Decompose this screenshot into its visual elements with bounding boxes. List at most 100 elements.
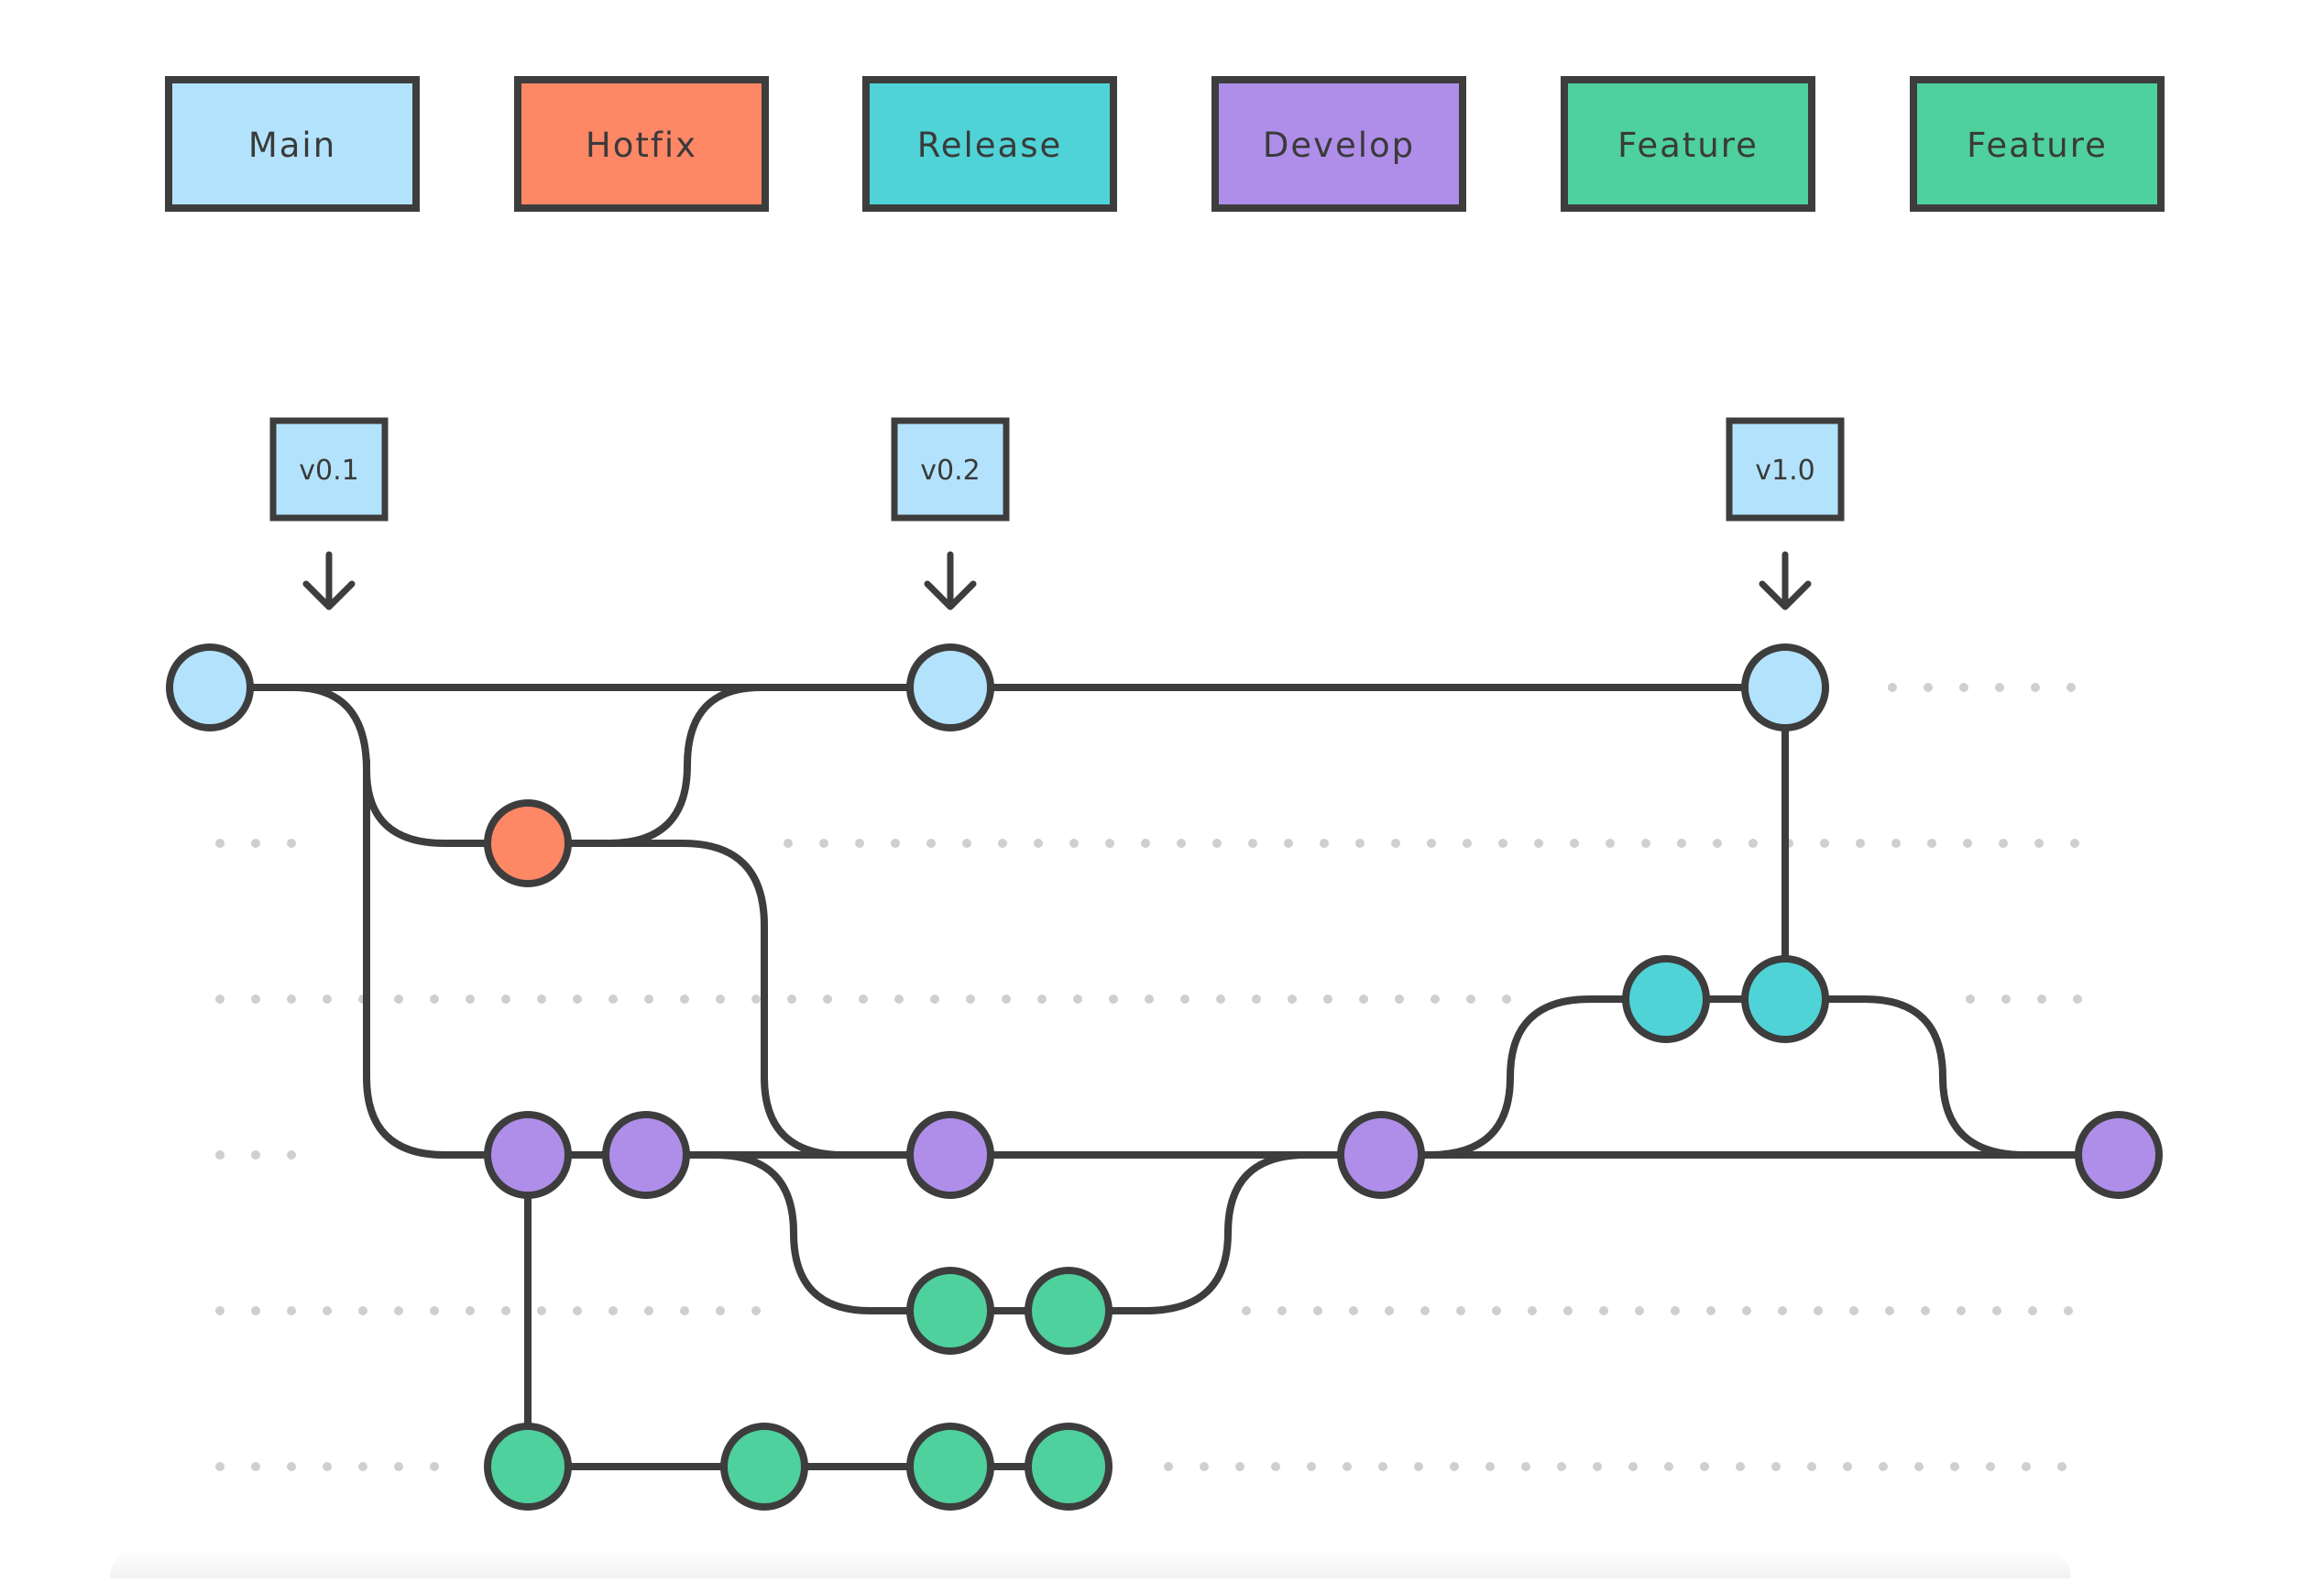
continuation-dot [287, 1306, 296, 1315]
continuation-dot [1320, 839, 1329, 848]
legend-label-feature-2: Feature [1967, 126, 2108, 165]
continuation-dot [1671, 1306, 1680, 1315]
commit-feature-2-a [484, 1423, 572, 1511]
continuation-dot [1037, 995, 1047, 1004]
continuation-dot [287, 839, 296, 848]
continuation-dot [859, 995, 868, 1004]
commit-main-v1-0 [1741, 643, 1829, 731]
connector-release-to-develop [1781, 995, 2029, 1159]
continuation-dot [608, 995, 618, 1004]
commit-develop-5 [2075, 1111, 2163, 1199]
continuation-dot [358, 1306, 367, 1315]
commit-develop-1 [484, 1111, 572, 1199]
continuation-dot [930, 995, 939, 1004]
continuation-dot [251, 995, 260, 1004]
continuation-dot [1557, 1462, 1566, 1471]
continuation-dot [1570, 839, 1579, 848]
continuation-dot [1849, 1306, 1858, 1315]
continuation-dot [1212, 839, 1222, 848]
connector-hotfix-to-develop [606, 840, 847, 1159]
continuation-dot [1995, 683, 2004, 692]
continuation-dot [1391, 839, 1400, 848]
continuation-dot [323, 1306, 332, 1315]
continuation-dot [537, 995, 546, 1004]
continuation-dot [430, 995, 439, 1004]
continuation-dot [716, 995, 725, 1004]
legend-item-feature-2: Feature [1910, 76, 2165, 212]
tag-v0-2: v0.2 [891, 417, 1010, 610]
tag-v0-1: v0.1 [269, 417, 389, 610]
continuation-dot [2057, 1462, 2066, 1471]
continuation-dot [1736, 1462, 1745, 1471]
continuation-dot [1284, 839, 1293, 848]
tag-label-v0-1: v0.1 [299, 455, 358, 487]
continuation-dot [1713, 839, 1722, 848]
continuation-dot [1307, 1462, 1316, 1471]
continuation-dot [644, 1306, 653, 1315]
version-tags: v0.1 v0.2 v1.0 [269, 417, 1845, 610]
legend-swatch-feature-1 [1561, 76, 1815, 212]
continuation-dot [1288, 995, 1297, 1004]
bottom-fade [110, 1549, 2071, 1578]
continuation-dot [1599, 1306, 1608, 1315]
continuation-dot [215, 1150, 225, 1160]
continuation-dot [1950, 1462, 1959, 1471]
commit-feature-2-b [720, 1423, 808, 1511]
continuation-dot [1105, 839, 1114, 848]
commit-feature-2-d [1025, 1423, 1113, 1511]
tag-label-v1-0: v1.0 [1755, 455, 1814, 487]
continuation-dot [1742, 1306, 1751, 1315]
legend-swatch-main [165, 76, 420, 212]
continuation-dot [1999, 839, 2008, 848]
continuation-dot [1378, 1462, 1387, 1471]
continuation-dot [430, 1462, 439, 1471]
continuation-dot [680, 1306, 689, 1315]
commit-develop-3 [906, 1111, 994, 1199]
continuation-dot [1385, 1306, 1394, 1315]
continuation-dot [2031, 683, 2040, 692]
arrow-down-icon [1759, 551, 1812, 610]
continuation-dot [2028, 1306, 2037, 1315]
continuation-dot [966, 995, 975, 1004]
continuation-dot [1145, 995, 1154, 1004]
continuation-dot [751, 1306, 761, 1315]
legend-item-release: Release [862, 76, 1117, 212]
continuation-dot [1502, 995, 1511, 1004]
legend-swatch-feature-2 [1910, 76, 2165, 212]
legend-item-develop: Develop [1211, 76, 1466, 212]
branch-connectors [206, 684, 2122, 1470]
arrow-down-icon [924, 551, 977, 610]
connector-main-to-develop [363, 757, 532, 1159]
continuation-dot [1450, 1462, 1459, 1471]
continuation-dot [926, 839, 936, 848]
continuation-dot [1216, 995, 1225, 1004]
continuation-dot [1963, 839, 1972, 848]
continuation-dot [1252, 995, 1261, 1004]
legend-label-main: Main [248, 126, 336, 165]
continuation-dot [1966, 995, 1975, 1004]
continuation-dot [1534, 839, 1543, 848]
continuation-dot [2022, 1462, 2031, 1471]
continuation-dot [1164, 1462, 1173, 1471]
continuation-dot [2070, 839, 2079, 848]
continuation-dot [1431, 995, 1440, 1004]
continuation-dot [1628, 1462, 1638, 1471]
continuation-dot [1927, 839, 1936, 848]
continuation-dot [1814, 1306, 1823, 1315]
continuation-dot [251, 839, 260, 848]
continuation-dot [1277, 1306, 1287, 1315]
continuation-dot [1235, 1462, 1244, 1471]
continuation-dot [1355, 839, 1365, 848]
continuation-dot [466, 995, 475, 1004]
commit-main-1 [166, 643, 254, 731]
continuation-dot [894, 995, 904, 1004]
continuation-dot [1002, 995, 1011, 1004]
continuation-dot [1771, 1462, 1781, 1471]
continuation-dot [1359, 995, 1368, 1004]
continuation-dot [1843, 1462, 1852, 1471]
continuation-dot [1914, 1462, 1924, 1471]
continuation-dot [215, 1306, 225, 1315]
continuation-dot [1778, 1306, 1787, 1315]
